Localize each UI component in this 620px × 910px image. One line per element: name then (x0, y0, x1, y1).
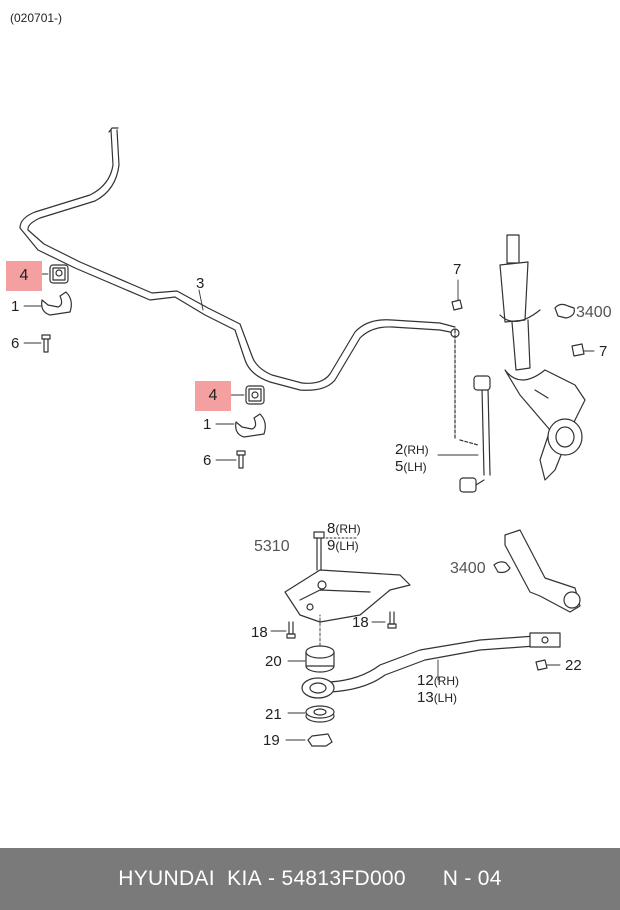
label-2: 2 (395, 441, 404, 458)
label-5-side: (LH) (403, 460, 427, 474)
callout-4-center: 4 (195, 381, 231, 411)
footer-page: N - 04 (442, 867, 502, 890)
bushing-20 (305, 645, 335, 673)
nut-19 (307, 733, 333, 747)
ref-5310: 5310 (254, 538, 290, 555)
strut-assembly (499, 234, 586, 481)
footer-separator: - (261, 867, 282, 890)
footer-part-number: 54813FD000 (281, 867, 406, 890)
stabilizer-link (454, 329, 491, 493)
lower-arm (504, 529, 581, 613)
tension-rod (301, 632, 561, 699)
label-5-lh: 5(LH) (395, 459, 427, 474)
nut-right (571, 343, 585, 357)
bolt-left (41, 334, 51, 353)
label-2-side: (RH) (403, 443, 429, 457)
label-13: 13 (417, 689, 434, 706)
label-13-lh: 13(LH) (417, 690, 457, 705)
stabilizer-bar (19, 127, 456, 391)
subframe-bracket (284, 531, 411, 623)
ref-3400-strut: 3400 (576, 304, 612, 321)
label-2-rh: 2(RH) (395, 442, 429, 457)
bolt-18-left (286, 621, 296, 639)
label-12-side: (RH) (433, 674, 460, 688)
label-12: 12 (417, 672, 434, 689)
footer-brand: HYUNDAI KIA (118, 867, 262, 890)
bushing-left (49, 264, 69, 284)
label-19: 19 (263, 732, 280, 749)
label-7-right: 7 (599, 343, 608, 360)
leader-lines (23, 273, 595, 741)
label-22: 22 (565, 657, 582, 674)
ref-arm-icon (493, 561, 511, 574)
label-18-right: 18 (352, 614, 369, 631)
label-6-center: 6 (203, 452, 212, 469)
label-9: 9 (327, 537, 336, 554)
label-8: 8 (327, 520, 336, 537)
label-12-rh: 12(RH) (417, 673, 459, 688)
bushing-center (245, 385, 265, 405)
label-1-center: 1 (203, 416, 212, 433)
label-9-lh: 9(LH) (327, 538, 359, 553)
label-21: 21 (265, 706, 282, 723)
label-13-side: (LH) (433, 691, 458, 705)
suspension-exploded-diagram (19, 127, 595, 747)
nut-22 (535, 659, 548, 671)
label-6-left: 6 (11, 335, 20, 352)
ref-strut-icon (554, 303, 575, 319)
label-3: 3 (196, 275, 205, 292)
label-8-rh: 8(RH) (327, 521, 361, 536)
callout-4-center-label: 4 (208, 387, 218, 404)
label-9-side: (LH) (335, 539, 359, 553)
callout-4-left-label: 4 (19, 267, 29, 284)
label-8-side: (RH) (335, 522, 361, 536)
label-18-left: 18 (251, 624, 268, 641)
callout-4-left: 4 (6, 261, 42, 291)
washer-21 (305, 705, 335, 723)
bracket-left (41, 291, 72, 316)
diagram-code: (020701-) (10, 11, 63, 25)
bolt-center (236, 450, 246, 469)
label-7-upper: 7 (453, 261, 462, 278)
footer-bar: HYUNDAI KIA - 54813FD000 N - 04 (0, 848, 620, 910)
nut-upper (451, 299, 463, 311)
label-5: 5 (395, 458, 404, 475)
label-20: 20 (265, 653, 282, 670)
ref-3400-arm: 3400 (450, 560, 486, 577)
bolt-18-right (387, 611, 397, 629)
footer-gap (406, 867, 443, 891)
bracket-center (235, 413, 266, 438)
label-1-left: 1 (11, 298, 20, 315)
